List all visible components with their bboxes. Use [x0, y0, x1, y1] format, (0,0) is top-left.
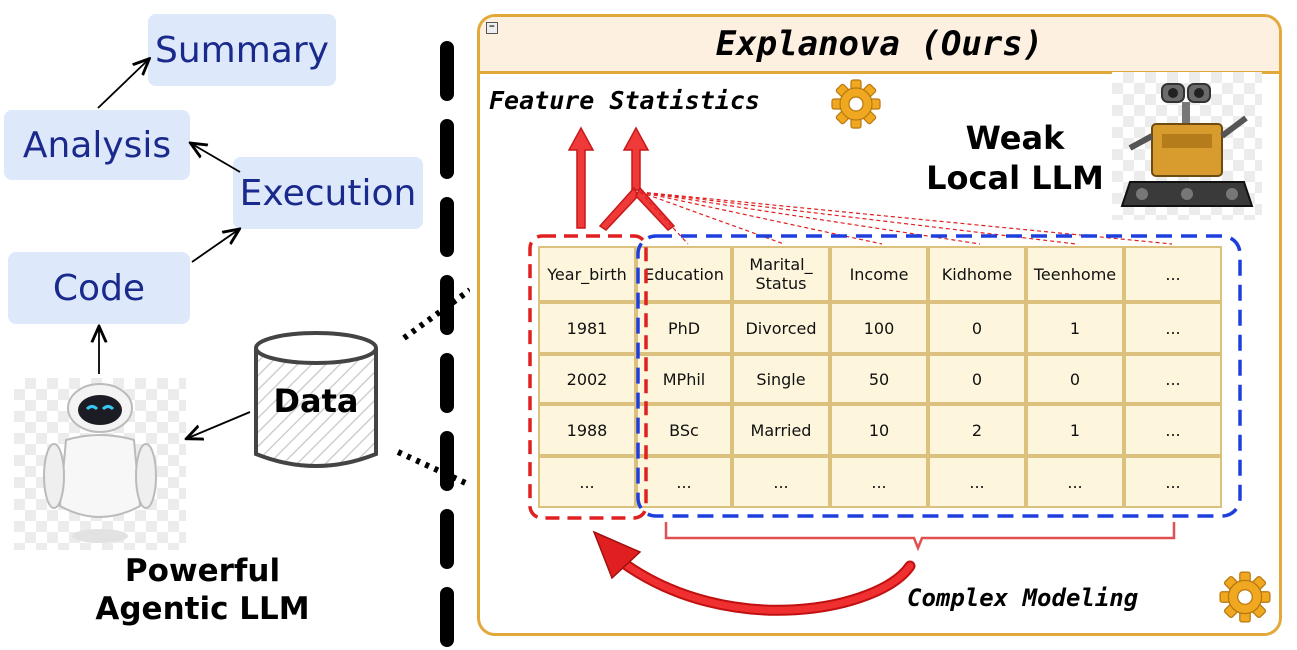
table-header-cell: Year_birth: [538, 246, 636, 302]
table-cell: 0: [1026, 354, 1124, 404]
table-header-cell: Marital_ Status: [732, 246, 830, 302]
table-header-cell: ...: [1124, 246, 1222, 302]
table-cell: 100: [830, 302, 928, 354]
data-label: Data: [273, 382, 359, 420]
weak-llm-line2: Local LLM: [926, 159, 1104, 197]
database-icon: [254, 331, 378, 468]
analysis-label: Analysis: [22, 124, 172, 166]
table-cell: 1: [1026, 302, 1124, 354]
agentic-robot-icon: [43, 383, 157, 543]
table-cell: 50: [830, 354, 928, 404]
blue-highlight-box: [636, 234, 1242, 518]
table-cell: Single: [732, 354, 830, 404]
table-cell: ...: [928, 456, 1026, 508]
table-cell: ...: [1026, 456, 1124, 508]
table-header-cell: Teenhome: [1026, 246, 1124, 302]
feature-arrows: [567, 126, 676, 231]
table-cell: 0: [928, 354, 1026, 404]
feature-statistics-label: Feature Statistics: [489, 86, 760, 115]
workflow-connectors: [0, 41, 470, 650]
execution-step: Execution: [233, 157, 423, 229]
code-step: Code: [8, 252, 190, 324]
weak-llm-label: Weak Local LLM: [915, 118, 1115, 198]
table-cell: Divorced: [732, 302, 830, 354]
code-label: Code: [52, 267, 146, 309]
agentic-llm-line1: Powerful: [124, 553, 281, 589]
panel-title-bar: − Explanova (Ours): [480, 17, 1279, 74]
table-cell: 2002: [538, 354, 636, 404]
table-cell: 1988: [538, 404, 636, 456]
table-cell: ...: [1124, 354, 1222, 404]
analysis-step: Analysis: [4, 110, 190, 180]
table-header-cell: Kidhome: [928, 246, 1026, 302]
data-cylinder: [248, 328, 384, 476]
gear-icon: [1219, 571, 1271, 623]
table-cell: ...: [732, 456, 830, 508]
table-header-cell: Income: [830, 246, 928, 302]
execution-label: Execution: [239, 172, 417, 214]
panel-title: Explanova (Ours): [715, 24, 1044, 64]
table-cell: ...: [830, 456, 928, 508]
table-cell: ...: [1124, 404, 1222, 456]
summary-step: Summary: [148, 14, 336, 86]
table-cell: 2: [928, 404, 1026, 456]
table-cell: ...: [538, 456, 636, 508]
agentic-llm-label: Powerful Agentic LLM: [40, 552, 365, 628]
walle-robot-icon: [1120, 83, 1254, 207]
table-cell: ...: [1124, 456, 1222, 508]
gear-icon: [831, 79, 881, 129]
weak-llm-line1: Weak: [965, 119, 1065, 157]
collapse-button[interactable]: −: [486, 22, 498, 34]
table-cell: 0: [928, 302, 1026, 354]
table-cell: 1: [1026, 404, 1124, 456]
table-cell: 1981: [538, 302, 636, 354]
table-cell: ...: [1124, 302, 1222, 354]
agentic-llm-line2: Agentic LLM: [95, 591, 310, 627]
summary-label: Summary: [155, 29, 329, 71]
weak-robot-image: [1112, 72, 1262, 220]
table-cell: Married: [732, 404, 830, 456]
modeling-brace: [664, 522, 1176, 552]
table-cell: 10: [830, 404, 928, 456]
complex-modeling-label: Complex Modeling: [907, 584, 1139, 612]
agentic-robot-image: [14, 378, 186, 550]
red-highlight-box: [528, 234, 648, 520]
